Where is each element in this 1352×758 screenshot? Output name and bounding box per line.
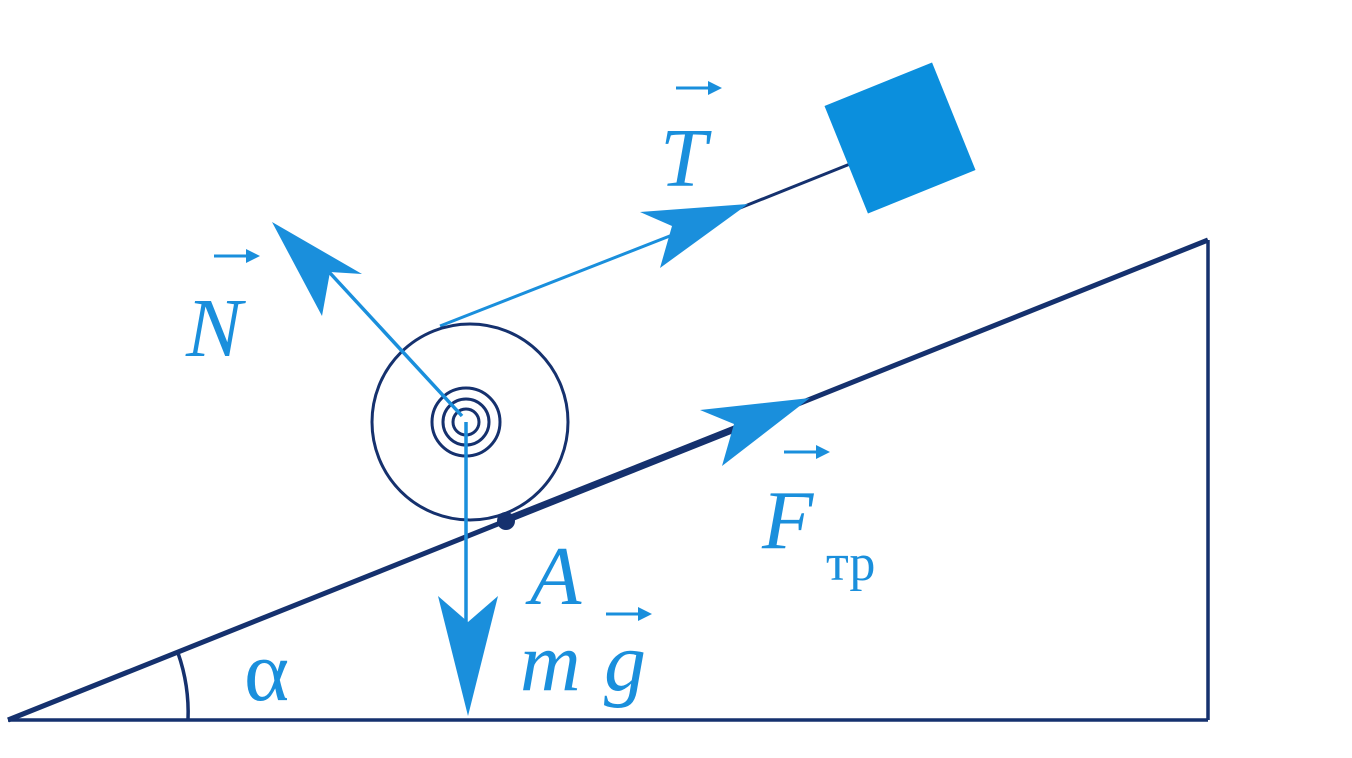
- vector-hats: [214, 81, 830, 621]
- gravity-label-m: m: [520, 616, 581, 709]
- friction-subscript: тр: [826, 535, 875, 592]
- normal-hat-icon: [214, 249, 260, 263]
- gravity-label-g: g: [604, 616, 646, 709]
- gravity-vector: [438, 422, 498, 716]
- gravity-hat-icon: [606, 607, 652, 621]
- gravity-arrowhead: [438, 596, 498, 716]
- tension-vector: [640, 204, 748, 268]
- rope: [739, 158, 861, 210]
- normal-label: N: [185, 282, 246, 375]
- friction-vector: [504, 398, 810, 524]
- friction-arrowhead: [700, 398, 810, 466]
- spool-outer: [370, 322, 570, 522]
- tension-label: T: [660, 112, 712, 205]
- normal-force-vector: [272, 222, 464, 418]
- friction-hat-icon: [784, 445, 830, 459]
- spool: [370, 322, 570, 522]
- tension-hat-icon: [676, 81, 722, 95]
- rope-to-spool: [439, 230, 681, 328]
- friction-label: F: [761, 474, 815, 567]
- normal-force-arrowhead: [272, 222, 362, 316]
- angle-arc: [176, 652, 190, 721]
- angle-label: α: [244, 623, 289, 719]
- tension-arrowhead: [640, 204, 748, 268]
- point-label-a: A: [525, 530, 582, 623]
- block: [824, 62, 976, 214]
- contact-point-a: [497, 512, 515, 530]
